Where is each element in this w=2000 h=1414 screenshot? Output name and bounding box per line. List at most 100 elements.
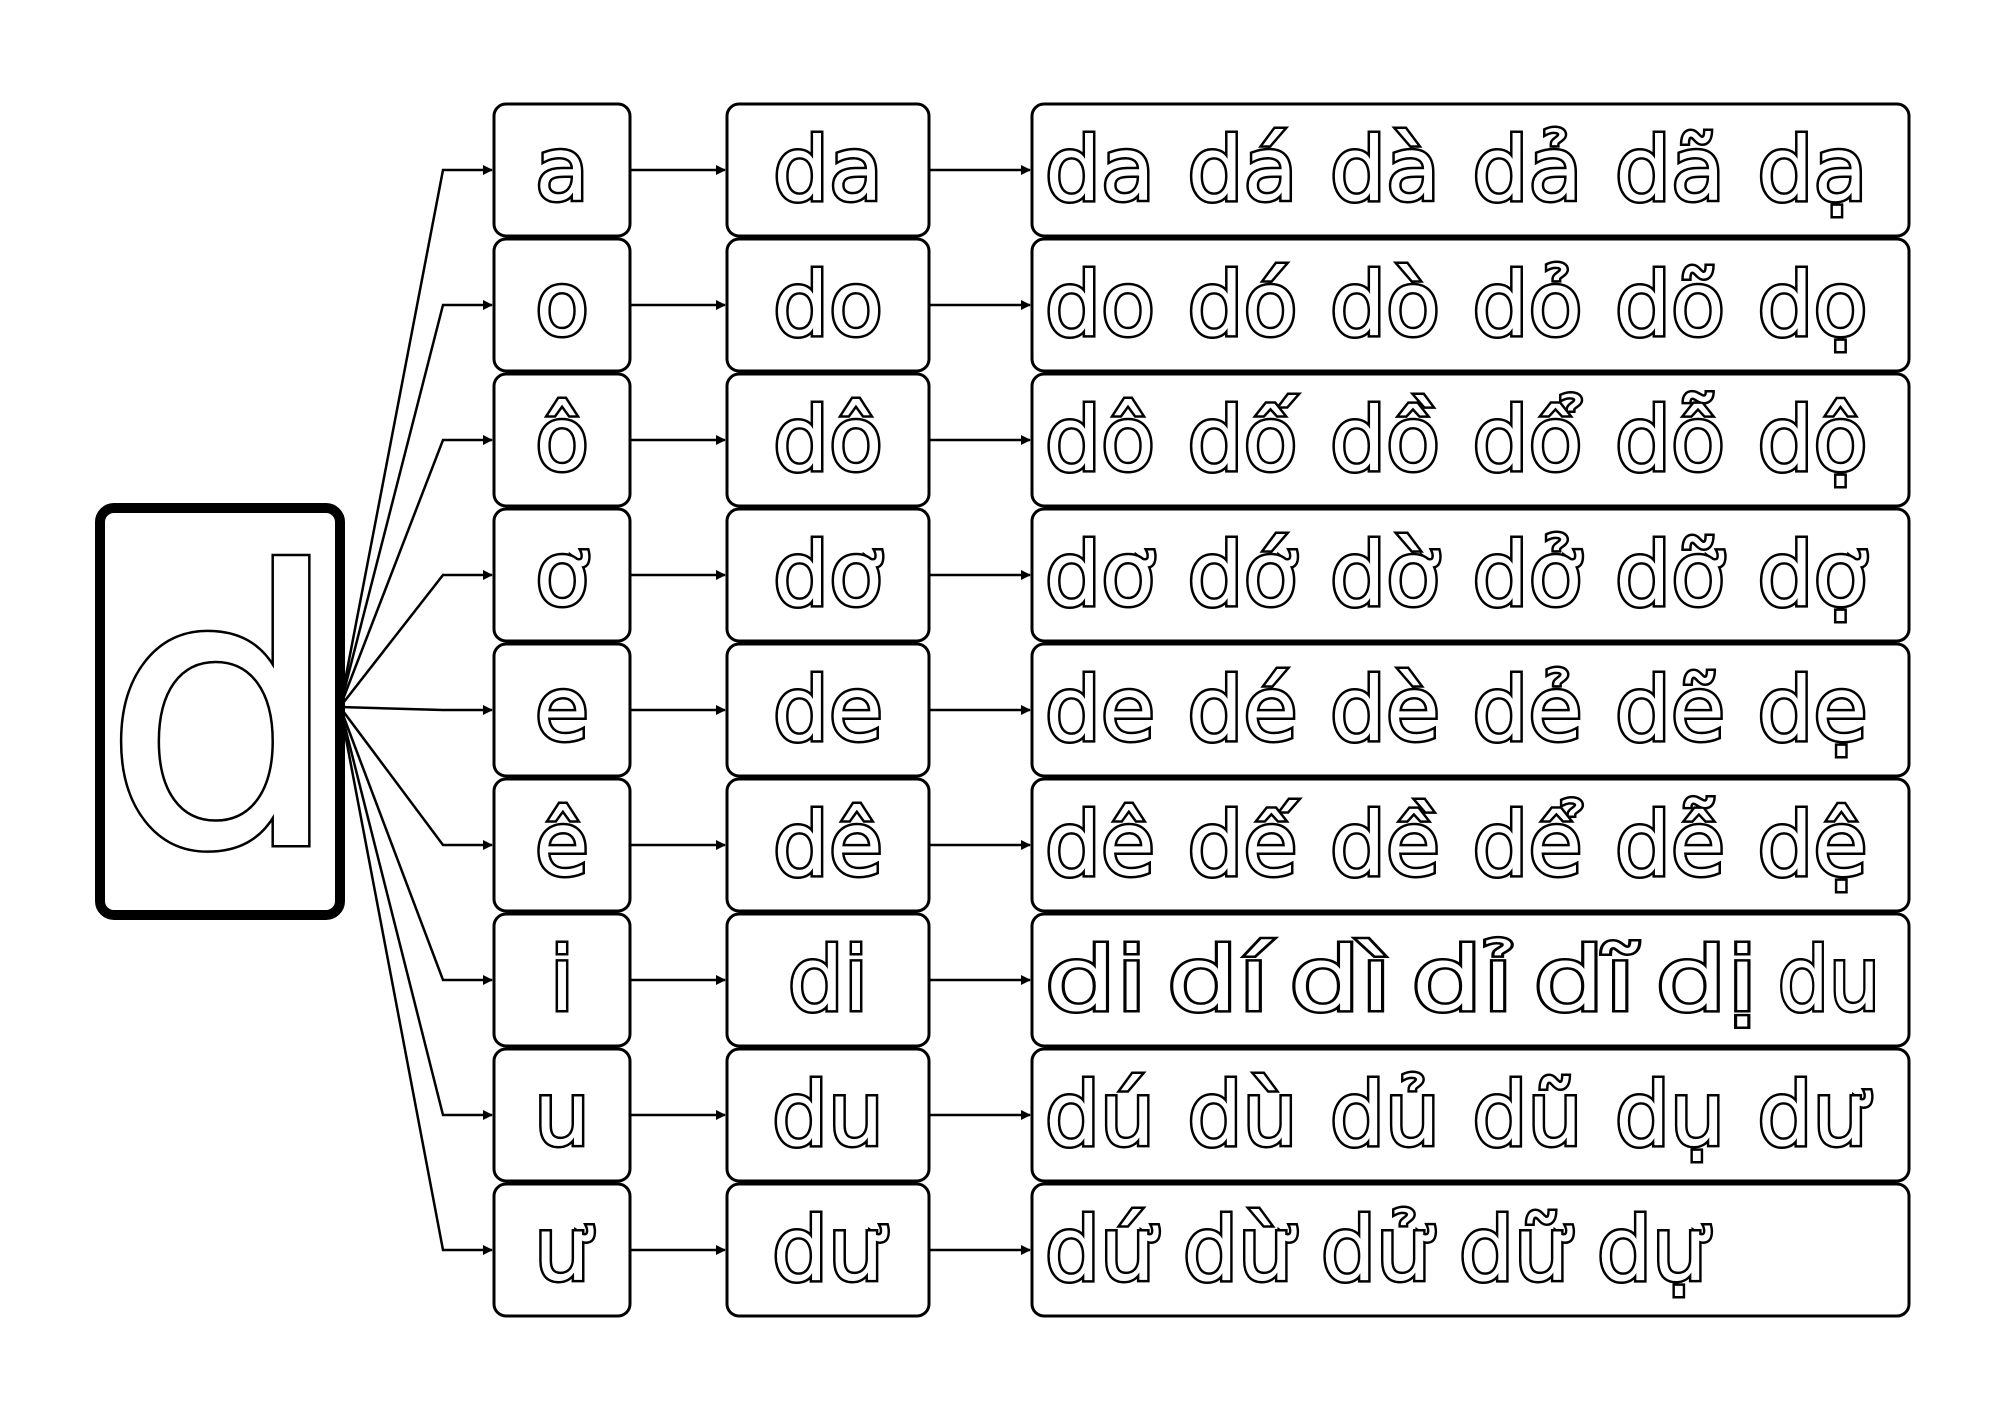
vowel-label: a (535, 118, 589, 221)
vowel-label: ê (535, 793, 589, 896)
tones-box (1030, 372, 1911, 508)
consonant-letter: d (101, 492, 342, 935)
tones-box (1030, 642, 1911, 778)
tone-word: dỗ (1615, 388, 1725, 491)
consonant-group: d (95, 490, 345, 938)
tones-box (1030, 507, 1911, 643)
vowel-label: ô (535, 388, 589, 491)
tone-word: dã (1615, 118, 1725, 221)
syllable-label: du (772, 1063, 884, 1166)
tone-word: dí (1167, 928, 1272, 1031)
tone-word: dê (1045, 793, 1155, 896)
tone-word: dư (1758, 1063, 1872, 1166)
tone-word: dỏ (1473, 253, 1583, 356)
tones-box (1030, 102, 1911, 238)
tone-word: dẻ (1473, 658, 1583, 761)
tone-word: dô (1045, 388, 1155, 491)
tone-word: dọ (1758, 253, 1868, 356)
connector-consonant-to-vowel (338, 706, 493, 850)
tone-word: do (1045, 253, 1155, 356)
tone-word: dẽ (1615, 658, 1725, 761)
connector-consonant-to-vowel (339, 705, 493, 715)
tone-word: dố (1188, 388, 1298, 491)
tone-word: dá (1188, 118, 1298, 221)
tone-word: dớ (1188, 523, 1298, 626)
syllable-label: de (773, 658, 883, 761)
connector-consonant-to-vowel (339, 570, 493, 708)
tones-box (1030, 1182, 1911, 1318)
tone-word: dế (1188, 793, 1298, 896)
tone-word: dử (1321, 1198, 1435, 1301)
tone-word: du (1778, 928, 1880, 1031)
tone-word: dờ (1330, 523, 1440, 626)
tone-word: dừ (1183, 1198, 1297, 1301)
tone-word: dè (1330, 658, 1440, 761)
vowel-label: ư (534, 1198, 594, 1301)
tone-word: dả (1473, 118, 1583, 221)
syllable-label: dơ (773, 523, 883, 626)
tones-box (1030, 237, 1911, 373)
tone-word: dỉ (1411, 928, 1513, 1031)
tone-word: dĩ (1534, 928, 1639, 1031)
connector-consonant-to-vowel (338, 435, 493, 708)
tone-word: dề (1330, 793, 1440, 896)
tone-word: di (1045, 928, 1147, 1031)
tone-word: dú (1045, 1063, 1155, 1166)
vowel-label: o (535, 253, 589, 356)
tones-box (1030, 777, 1911, 913)
tone-word: dũ (1473, 1063, 1583, 1166)
tone-word: dạ (1758, 118, 1868, 221)
tone-word: dể (1473, 793, 1583, 896)
tone-word: dụ (1615, 1063, 1725, 1166)
syllable-label: dô (773, 388, 883, 491)
syllable-label: do (773, 253, 883, 356)
tone-word: dự (1597, 1198, 1711, 1301)
tone-word: dé (1188, 658, 1298, 761)
connector-consonant-to-vowel (338, 706, 493, 985)
tone-word: dở (1473, 523, 1583, 626)
tone-word: dỡ (1615, 523, 1725, 626)
tone-word: dơ (1045, 523, 1155, 626)
syllable-label: di (788, 928, 868, 1031)
tone-word: dù (1188, 1063, 1298, 1166)
tone-word: dì (1289, 928, 1391, 1031)
tone-word: de (1045, 658, 1155, 761)
tone-word: dõ (1615, 253, 1725, 356)
tone-word: dồ (1330, 388, 1440, 491)
connector-consonant-to-vowel (338, 300, 493, 708)
tone-word: dà (1330, 118, 1440, 221)
tone-word: dổ (1473, 388, 1583, 491)
tone-word: dữ (1459, 1198, 1573, 1301)
tone-word: dứ (1045, 1198, 1159, 1301)
connectors (338, 165, 493, 1255)
vowel-label: u (534, 1063, 590, 1166)
vowel-label: ơ (535, 523, 589, 626)
vowel-label: i (550, 928, 574, 1031)
connector-consonant-to-vowel (338, 706, 493, 1255)
connector-consonant-to-vowel (338, 706, 493, 1120)
syllable-label: dê (773, 793, 883, 896)
tone-word: dệ (1758, 793, 1868, 896)
tone-word: da (1045, 118, 1155, 221)
tone-word: dò (1330, 253, 1440, 356)
tone-word: dó (1188, 253, 1298, 356)
syllable-label: dư (772, 1198, 888, 1301)
connector-consonant-to-vowel (338, 165, 493, 708)
tone-word: dị (1656, 928, 1758, 1031)
vowel-label: e (535, 658, 589, 761)
tone-word: dễ (1615, 793, 1725, 896)
tone-word: dợ (1758, 523, 1868, 626)
tone-word: dộ (1758, 388, 1868, 491)
tones-box (1030, 1047, 1911, 1183)
